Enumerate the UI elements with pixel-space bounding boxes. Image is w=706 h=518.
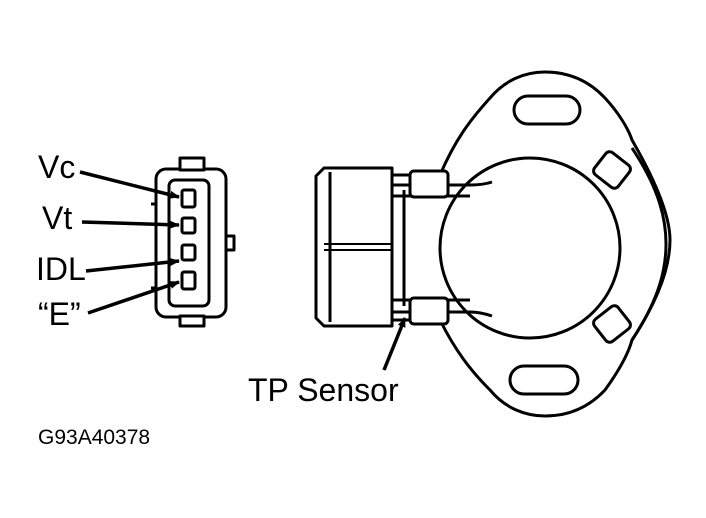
label-vc: Vc [38,149,75,185]
label-idl: IDL [36,251,86,287]
terminal-vc [180,188,197,209]
upper-mounting-slot [512,94,582,126]
label-tp-sensor: TP Sensor [248,372,399,408]
sensor-leader [382,317,407,371]
sensor-wire-channels [392,180,493,318]
label-e: “E” [38,296,81,332]
label-vt: Vt [42,200,72,236]
terminal-leaders [79,170,180,315]
connector-terminals [180,188,197,291]
idl-leader [85,257,180,273]
terminal-vt [180,216,197,235]
terminal-e [180,270,197,291]
e-leader [87,280,180,315]
connector-housing [151,156,236,328]
vt-leader [81,220,180,229]
sensor-connector-block [314,166,394,328]
sensor-clips [408,169,450,326]
mounting-slots [508,94,582,396]
rotor-tabs [592,150,632,344]
figure-id: G93A40378 [38,426,150,449]
terminal-idl [180,243,197,262]
lower-mounting-slot [508,364,580,396]
vc-leader [79,170,180,199]
